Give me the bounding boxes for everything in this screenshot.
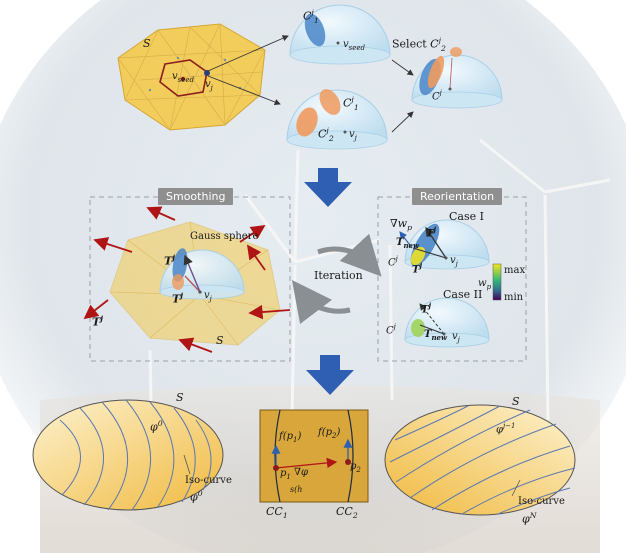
reorientation-title: Reorientation <box>412 188 503 205</box>
smoothing-mesh <box>83 206 291 353</box>
label-T-1: Tj <box>412 261 422 276</box>
field-phi-j <box>384 404 576 516</box>
colorbar-max: max <box>504 265 526 276</box>
colorbar-min: min <box>504 292 524 303</box>
label-select: Select Cj2 <box>392 36 446 53</box>
label-v-j-2: vj <box>452 331 460 344</box>
label-cj-2: Cj <box>386 323 396 337</box>
label-v-seed: vseed <box>172 71 195 84</box>
label-grad-phi: ∇φ <box>294 467 308 478</box>
label-f-p2: f(p2) <box>318 427 341 440</box>
label-iso-curve-left: Iso-curve <box>185 475 232 486</box>
label-case-one: Case I <box>449 210 484 223</box>
label-v-j-smooth: vj <box>204 290 212 303</box>
gauss-sphere-c1 <box>289 4 391 65</box>
down-arrow-bottom <box>306 355 354 395</box>
label-T-bar-2: Tj <box>421 301 431 316</box>
label-iteration: Iteration <box>314 269 363 282</box>
label-T-left: Tj <box>92 314 103 329</box>
gauss-sphere-selected <box>411 47 503 109</box>
iteration-loop <box>291 233 382 325</box>
label-iso-curve-right: Iso-curve <box>518 496 565 507</box>
gauss-sphere-c2 <box>286 89 388 150</box>
label-v-j: vj <box>205 79 213 92</box>
case-one-sphere <box>399 219 490 270</box>
label-S-left: S <box>176 391 184 404</box>
label-S-top: S <box>143 37 151 50</box>
label-gauss-sphere: Gauss sphere <box>190 231 259 242</box>
label-formula: s(h <box>290 485 303 494</box>
label-T-new-1: Tnew <box>396 237 420 250</box>
label-phi-jm1: φj−1 <box>496 422 516 436</box>
colorbar-title: wp <box>478 278 492 291</box>
label-T-bar-smooth: Tj <box>164 253 175 268</box>
label-T-new-2: Tnew <box>424 329 448 342</box>
label-p2: p2 <box>350 461 361 474</box>
field-phi0 <box>32 399 224 511</box>
label-phi0-bottom: φ0 <box>190 489 203 504</box>
colorbar <box>492 263 502 301</box>
label-v-seed-sphere: vseed <box>343 39 366 52</box>
label-T-smooth: Tj <box>172 291 183 306</box>
label-cc2: CC2 <box>336 505 358 521</box>
label-cc1: CC1 <box>266 505 288 521</box>
triangle-mesh <box>117 23 266 131</box>
label-phiN: φN <box>522 511 537 526</box>
label-p1: p1 <box>280 468 291 481</box>
label-f-p1: f(p1) <box>279 431 302 444</box>
label-c1-top: Cj1 <box>303 8 319 25</box>
label-phi0-inner: φ0 <box>150 419 163 434</box>
label-cj-top: Cj <box>432 89 442 103</box>
down-arrow-top <box>304 168 352 207</box>
label-v-j-sphere: vj <box>349 129 357 142</box>
label-v-j-1: vj <box>450 255 458 268</box>
label-case-two: Case II <box>443 288 483 301</box>
label-c1-mid: Cj1 <box>343 95 359 112</box>
label-grad-w: ∇wp <box>390 217 413 233</box>
label-c2-mid: Cj2 <box>318 126 334 143</box>
label-S-right: S <box>512 395 520 408</box>
update-panel <box>259 409 369 503</box>
smoothing-title: Smoothing <box>158 188 234 205</box>
label-T-bar-1: Tj <box>426 225 436 240</box>
label-S-smooth: S <box>216 334 224 347</box>
label-cj-1: Cj <box>388 255 398 269</box>
case-two-sphere <box>404 297 490 348</box>
